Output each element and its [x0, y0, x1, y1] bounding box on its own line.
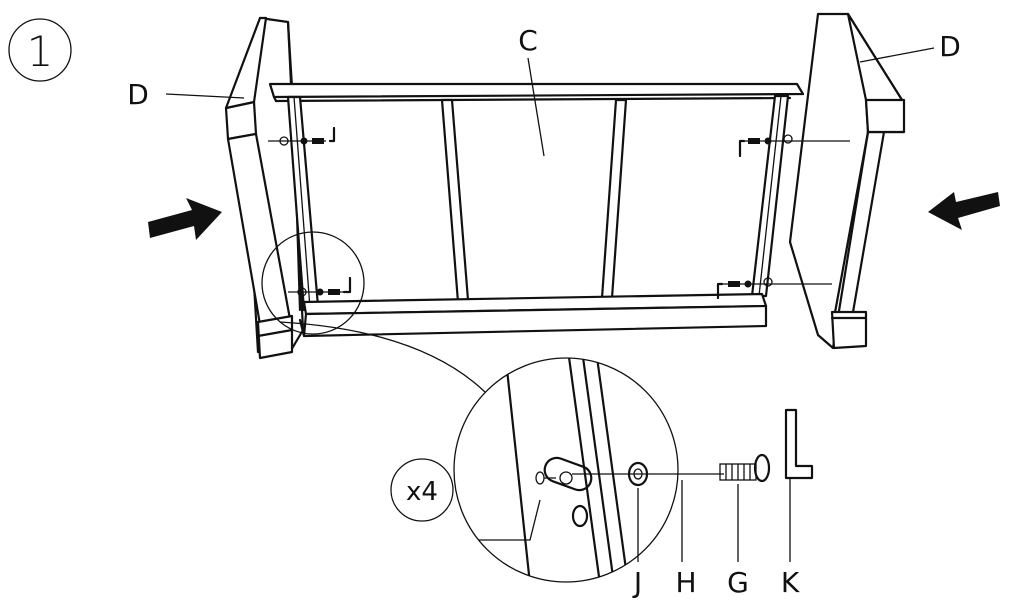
svg-text:D: D — [939, 30, 961, 63]
label-d-left: D — [127, 78, 245, 111]
detail-callout-ring — [261, 231, 486, 393]
label-c: C — [518, 24, 545, 157]
left-side-panel — [224, 16, 305, 360]
bolt-icon — [719, 453, 771, 483]
allen-key-icon — [784, 408, 814, 480]
frame-c — [268, 82, 805, 338]
hardware-top-left — [268, 126, 336, 146]
quantity-label: x4 — [406, 477, 438, 507]
arrow-right-icon — [148, 198, 222, 240]
svg-text:D: D — [127, 78, 149, 111]
step-badge: 1 — [8, 18, 72, 82]
hardware-bottom-right — [716, 277, 832, 300]
quantity-badge: x4 — [390, 458, 454, 522]
label-d-right: D — [859, 30, 961, 63]
hardware-letter-j: J — [632, 566, 642, 599]
washer-icon — [627, 461, 649, 487]
hardware-letter-h: H — [675, 566, 696, 599]
hardware-letter-g: G — [727, 566, 749, 599]
hardware-letter-k: K — [781, 566, 800, 599]
step-number: 1 — [27, 27, 54, 76]
right-side-panel — [788, 12, 906, 350]
svg-text:C: C — [518, 24, 538, 57]
detail-view — [453, 357, 814, 583]
hardware-top-right — [738, 134, 850, 158]
arrow-left-icon — [928, 192, 1000, 230]
hardware-bottom-left — [288, 276, 352, 297]
hardware-letters: J H G K — [632, 566, 800, 599]
